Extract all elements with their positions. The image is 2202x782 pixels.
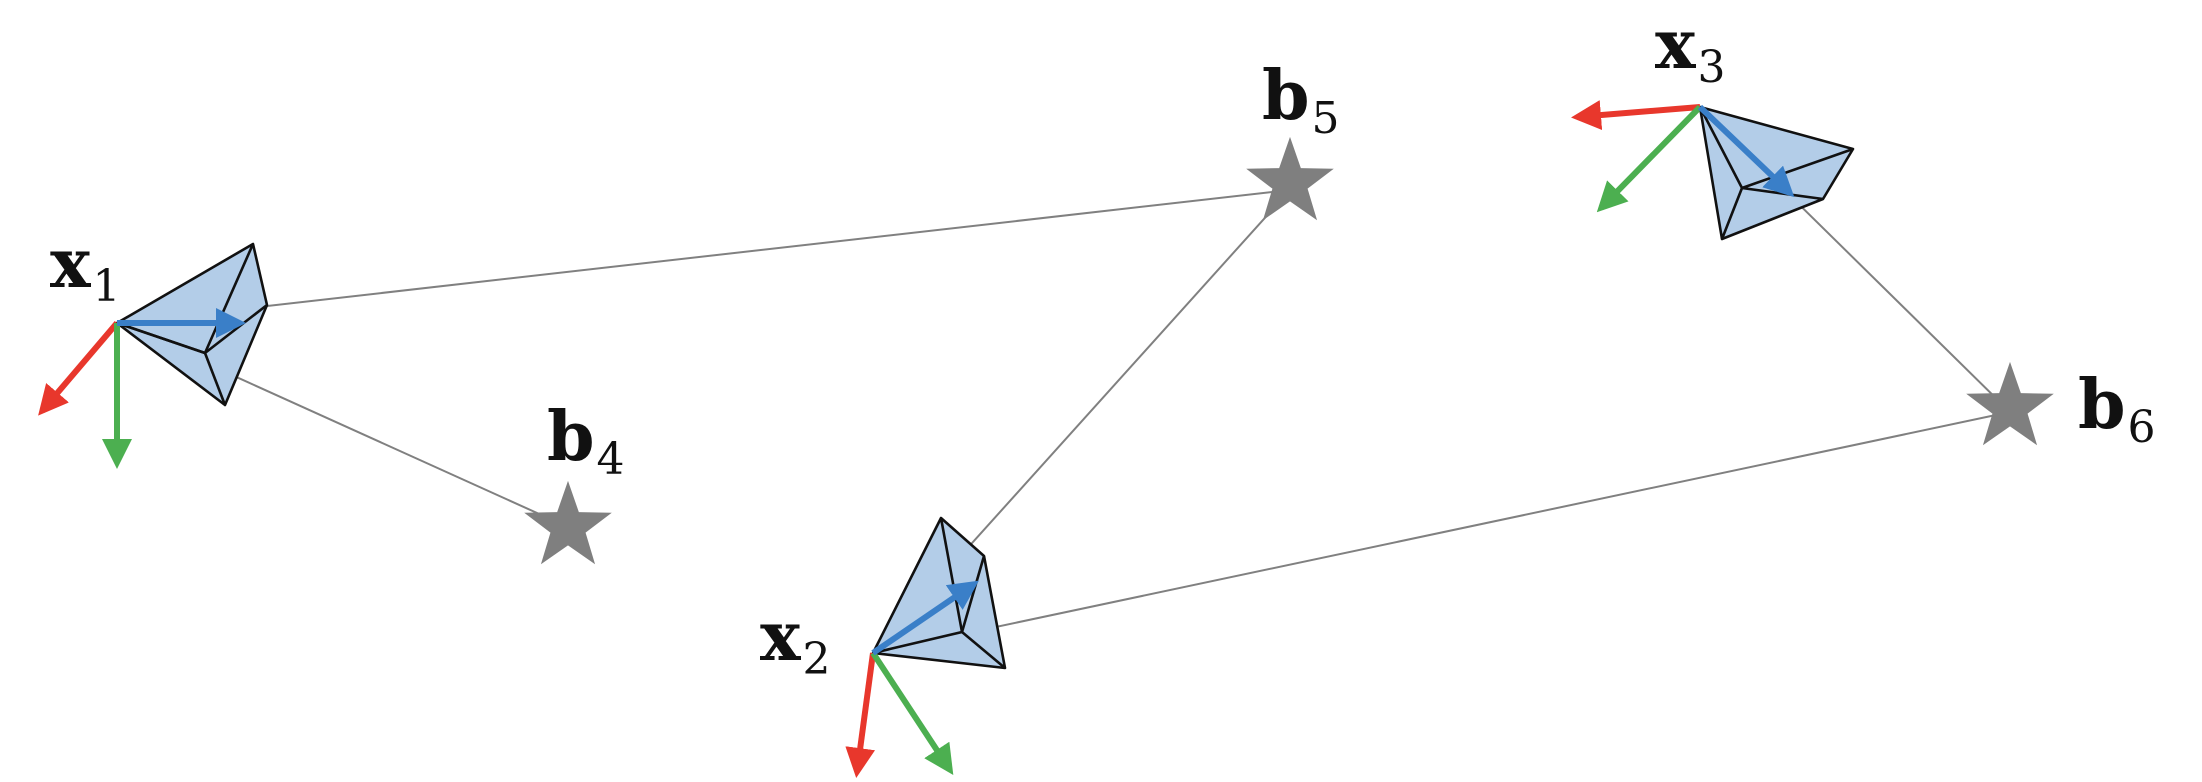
landmark-b6: b6 (1966, 361, 2156, 453)
z-axis-arrow (871, 580, 979, 656)
z-axis-arrow (1697, 104, 1795, 198)
y-axis-arrow (1596, 104, 1703, 213)
star-icon (1966, 361, 2054, 446)
x-axis-arrow (1571, 100, 1701, 131)
camera-x3: x3 (1571, 5, 1855, 241)
ray-x1-b5 (116, 189, 1291, 324)
camera-x1-label: x1 (50, 224, 121, 312)
camera-x3-label: x3 (1655, 5, 1726, 93)
camera-frustum-icon (871, 516, 1007, 670)
landmark-b6-label: b6 (2078, 365, 2156, 453)
landmark-b5: b5 (1246, 56, 1340, 221)
x-axis-arrow (38, 321, 120, 416)
camera-x1: x1 (38, 224, 269, 469)
landmark-b4-label: b4 (547, 397, 625, 485)
star-icon (524, 480, 612, 565)
star-icon (1246, 136, 1334, 221)
y-axis-arrow (870, 651, 954, 776)
ray-x2-b6 (872, 411, 2011, 654)
camera-x2: x2 (760, 516, 1007, 778)
camera-x2-label: x2 (760, 597, 831, 685)
landmark-b5-label: b5 (1262, 56, 1340, 144)
x-axis-arrow (845, 652, 876, 778)
landmark-b4: b4 (524, 397, 625, 565)
